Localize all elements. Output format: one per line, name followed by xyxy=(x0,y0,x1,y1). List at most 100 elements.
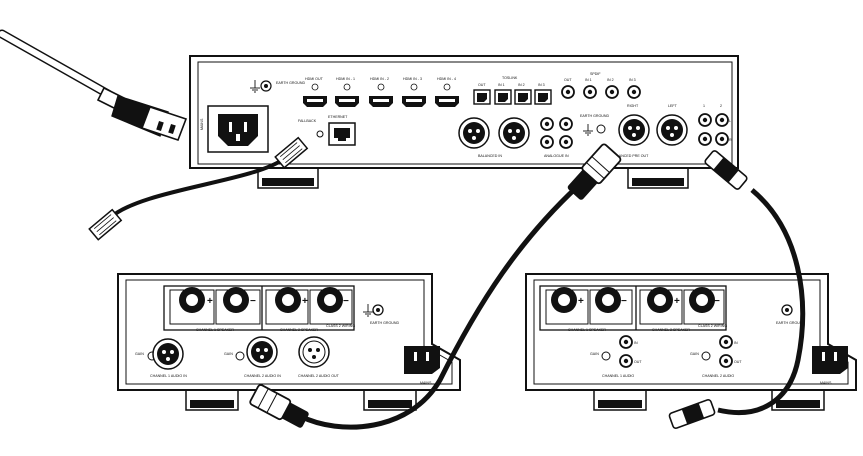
spdif-label: SPDIF xyxy=(590,72,601,76)
balanced-in-xlr-1[interactable] xyxy=(458,117,490,149)
hdmi-in-2-label: HDMI IN - 2 xyxy=(370,77,389,81)
toslink-in3-label: IN 3 xyxy=(538,83,545,87)
speaker-terminal-ch1-neg[interactable]: − xyxy=(215,287,261,325)
channel-1-speaker-label: CHANNEL 1 SPEAKER xyxy=(568,328,606,332)
gain-knob-2[interactable] xyxy=(235,351,245,361)
fallback-button[interactable] xyxy=(316,130,324,138)
channel-1-rca-jacks[interactable] xyxy=(619,335,633,368)
channel-1-audio-label: CHANNEL 1 AUDIO xyxy=(602,374,634,378)
spdif-in2-label: IN 2 xyxy=(607,78,614,82)
channel-2-audio-out-label: CHANNEL 2 AUDIO OUT xyxy=(298,374,340,378)
channel-2-audio-label: CHANNEL 2 AUDIO xyxy=(702,374,734,378)
hdmi-in-3-label: HDMI IN - 3 xyxy=(403,77,422,81)
processor-unit: MAINS EARTH GROUND HDMI OUT HDMI IN - 1 … xyxy=(189,55,739,189)
pre-out-rca-jacks[interactable] xyxy=(698,113,729,146)
ethernet-port[interactable] xyxy=(328,122,356,146)
balanced-in-xlr-2[interactable] xyxy=(498,117,530,149)
pre-out-2-label: 2 xyxy=(720,104,722,108)
power-cord xyxy=(0,29,188,142)
channel-2-xlr-out[interactable] xyxy=(298,336,330,368)
toslink-out-label: OUT xyxy=(478,83,486,87)
ethernet-label: ETHERNET xyxy=(328,115,348,119)
fallback-label: FALLBACK xyxy=(298,119,317,123)
channel-1-speaker-label: CHANNEL 1 SPEAKER xyxy=(196,328,234,332)
hdmi-in-1-label: HDMI IN - 1 xyxy=(336,77,355,81)
hdmi-in-1-port[interactable] xyxy=(335,83,359,107)
earth-ground-label-2: EARTH GROUND xyxy=(580,114,609,118)
spdif-jacks[interactable] xyxy=(561,85,641,99)
speaker-terminal-ch1-pos[interactable]: + xyxy=(169,287,215,325)
ch1-in-label: IN xyxy=(634,341,638,345)
ch1-out-label: OUT xyxy=(634,360,642,364)
speaker-terminal-ch2-pos[interactable]: + xyxy=(639,287,683,325)
svg-text:−: − xyxy=(343,296,349,307)
ch2-in-label: IN xyxy=(734,341,738,345)
ch2-out-label: OUT xyxy=(734,360,742,364)
ground-icon xyxy=(250,80,260,93)
earth-ground-label: EARTH GROUND xyxy=(370,321,399,325)
analogue-in-label: ANALOGUE IN xyxy=(544,154,569,158)
gain-knob-1[interactable] xyxy=(601,351,611,361)
left-label: LEFT xyxy=(668,104,678,108)
toslink-in2-label: IN 2 xyxy=(518,83,525,87)
toslink-label: TOSLINK xyxy=(502,76,518,80)
balanced-pre-out-xlr-left[interactable] xyxy=(656,114,688,146)
amp-right-unit: + − + − CHANNEL 1 SPEAKER CHANNEL 2 SPEA… xyxy=(525,273,857,411)
pre-out-l-label: L xyxy=(729,119,731,123)
channel-2-speaker-label: CHANNEL 2 SPEAKER xyxy=(280,328,318,332)
hdmi-in-4-port[interactable] xyxy=(435,83,459,107)
toslink-in1-label: IN 1 xyxy=(498,83,505,87)
speaker-terminal-ch2-pos[interactable]: + xyxy=(265,287,309,325)
mains-inlet xyxy=(207,105,269,153)
mains-label: MAINS xyxy=(820,381,832,385)
gain-knob-2[interactable] xyxy=(701,351,711,361)
mains-inlet xyxy=(404,346,440,374)
spdif-in1-label: IN 1 xyxy=(585,78,592,82)
balanced-pre-out-label: BALANCED PRE OUT xyxy=(612,154,649,158)
spdif-in3-label: IN 3 xyxy=(629,78,636,82)
analogue-in-jacks[interactable] xyxy=(540,117,573,149)
balanced-in-label: BALANCED IN xyxy=(478,154,502,158)
hdmi-in-2-port[interactable] xyxy=(369,83,393,107)
xlr-cable xyxy=(249,143,622,430)
channel-2-rca-jacks[interactable] xyxy=(719,335,733,368)
pre-out-1-label: 1 xyxy=(703,104,705,108)
svg-text:−: − xyxy=(714,296,720,307)
channel-2-audio-in-label: CHANNEL 2 AUDIO IN xyxy=(244,374,281,378)
balanced-pre-out-xlr-right[interactable] xyxy=(618,114,650,146)
gain-label-1: GAIN xyxy=(590,352,599,356)
earth-ground-terminal-2[interactable] xyxy=(596,124,606,134)
mains-label: MAINS xyxy=(420,381,432,385)
speaker-terminal-ch2-neg[interactable]: − xyxy=(309,287,353,325)
hdmi-out-port[interactable] xyxy=(303,83,327,107)
mains-inlet xyxy=(812,346,848,374)
rca-cable xyxy=(668,150,806,429)
speaker-terminal-ch1-pos[interactable]: + xyxy=(545,287,589,325)
right-label: RIGHT xyxy=(627,104,639,108)
amp-left-unit: + − + − CHANNEL 1 SPEAKER CHANNEL 2 SPEA… xyxy=(117,273,461,411)
earth-ground-label: EARTH GROUND xyxy=(276,81,305,85)
channel-2-xlr-in[interactable] xyxy=(246,336,278,368)
earth-ground-label: EARTH GROUND xyxy=(776,321,805,325)
channel-1-xlr-in[interactable] xyxy=(152,338,184,370)
gain-label-2: GAIN xyxy=(690,352,699,356)
ethernet-cable xyxy=(88,136,309,241)
spdif-out-label: OUT xyxy=(564,78,572,82)
channel-1-audio-in-label: CHANNEL 1 AUDIO IN xyxy=(150,374,187,378)
class-2-wiring-label: CLASS 2 WIRING xyxy=(326,324,355,328)
mains-label: MAINS xyxy=(200,118,204,130)
hdmi-in-3-port[interactable] xyxy=(402,83,426,107)
svg-text:+: + xyxy=(207,296,213,307)
svg-text:−: − xyxy=(250,296,256,307)
svg-text:+: + xyxy=(578,296,584,307)
hdmi-in-4-label: HDMI IN - 4 xyxy=(437,77,456,81)
processor-chassis xyxy=(189,55,739,169)
speaker-terminal-ch1-neg[interactable]: − xyxy=(589,287,633,325)
pre-out-r-label: R xyxy=(729,138,732,142)
speaker-terminal-ch2-neg[interactable]: − xyxy=(683,287,725,325)
channel-2-speaker-label: CHANNEL 2 SPEAKER xyxy=(652,328,690,332)
svg-text:−: − xyxy=(621,296,627,307)
gain-label-2: GAIN xyxy=(224,352,233,356)
